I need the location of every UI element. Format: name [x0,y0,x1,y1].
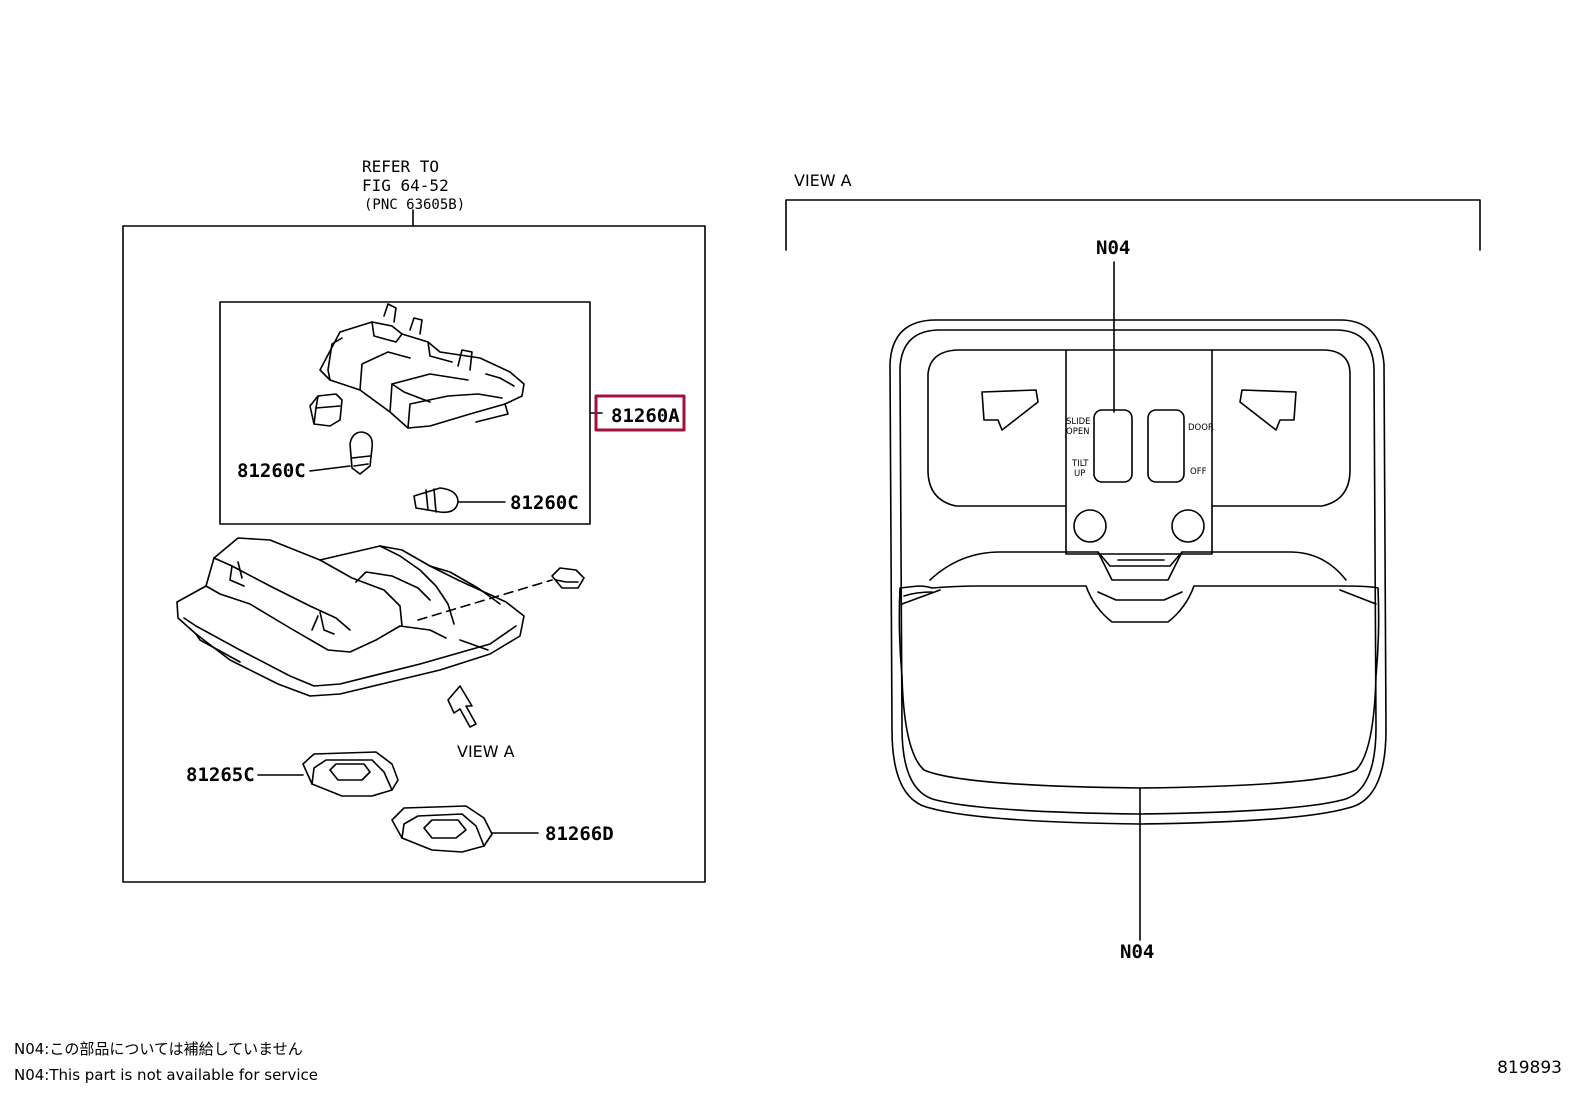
switch-label-slide: SLIDE [1066,417,1091,427]
switch-label-off: OFF [1190,467,1207,477]
view-a-title: VIEW A [794,171,852,190]
lamp-housing-drawing [176,537,525,697]
view-a-arrow [447,685,477,728]
lens-piece-drawing [417,567,585,621]
switch-label-tilt: TILT [1071,459,1089,469]
part-label-cover-upper[interactable]: 81265C [186,764,255,786]
callout-n04-bottom[interactable]: N04 [1120,941,1154,963]
view-a-arrow-label: VIEW A [457,742,515,761]
switch-label-open: OPEN [1066,427,1090,437]
small-clip-drawing [309,393,343,427]
bulb-left-drawing [309,431,374,475]
part-label-81260a[interactable]: 81260A [611,405,680,427]
refer-note-line1: REFER TO [362,157,439,176]
callout-n04-top[interactable]: N04 [1096,237,1130,259]
note-japanese: N04:この部品については補給していません [14,1040,303,1058]
overhead-console-drawing [889,319,1387,825]
part-label-cover-lower[interactable]: 81266D [545,823,614,845]
cover-upper-drawing [257,751,399,797]
part-label-bulb-right[interactable]: 81260C [510,492,579,514]
highlight-box [594,394,686,432]
refer-note-line2: FIG 64-52 [362,176,449,195]
figure-number: 819893 [1497,1058,1562,1078]
cover-lower-drawing [391,805,539,853]
note-english: N04:This part is not available for servi… [14,1066,318,1084]
switch-label-up: UP [1074,469,1085,479]
socket-housing-drawing [319,303,525,429]
view-a-bracket [785,199,1481,251]
bulb-right-drawing [413,487,506,514]
part-label-bulb-left[interactable]: 81260C [237,460,306,482]
switch-label-door: DOOR [1188,423,1214,433]
assembly-frame [122,225,706,883]
refer-note-line3: (PNC 63605B) [364,197,465,213]
